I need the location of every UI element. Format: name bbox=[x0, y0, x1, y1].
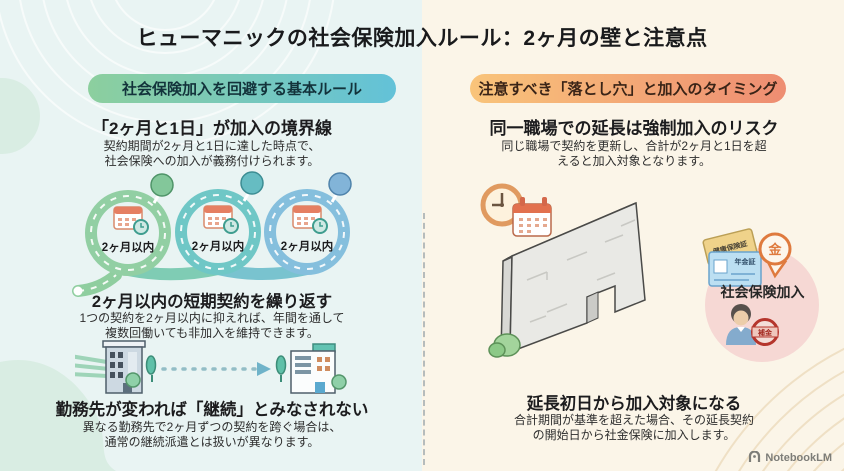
right-panel-badge: 注意すべき「落とし穴」と加入のタイミング bbox=[470, 74, 786, 103]
notebooklm-brand-text: NotebookLM bbox=[765, 451, 832, 464]
left-section2-heading: 2ヶ月以内の短期契約を繰り返す bbox=[91, 293, 333, 311]
page-title: ヒューマニックの社会保険加入ルール：2ヶ月の壁と注意点 bbox=[136, 27, 708, 50]
notebooklm-logo-icon bbox=[749, 451, 761, 462]
left-section1-heading: 「2ヶ月と1日」が加入の境界線 bbox=[92, 119, 332, 138]
left-panel-badge: 社会保険加入を回避する基本ルール bbox=[88, 74, 396, 103]
right-section1-heading: 同一職場での延長は強制加入のリスク bbox=[489, 119, 779, 138]
enrollment-label: 社会保険加入 bbox=[720, 284, 805, 300]
right-section2-body: 合計期間が基準を超えた場合、その延長契約 の開始日から社金保険に加入します。 bbox=[513, 413, 754, 442]
left-section3-heading: 勤務先が変われば「継続」とみなされない bbox=[55, 401, 369, 419]
panel-divider bbox=[423, 213, 425, 465]
right-section1-body: 同じ職場で契約を更新し、合計が2ヶ月と1日を超 えると加入対象となります。 bbox=[501, 139, 767, 168]
notebooklm-watermark: NotebookLM bbox=[748, 451, 832, 464]
left-section1-body: 契約期間が2ヶ月と1日に達した時点で、 社会保険への加入が義務付けられます。 bbox=[103, 139, 321, 168]
left-section3-body: 異なる勤務先で2ヶ月ずつの契約を跨ぐ場合は、 通常の継続派遣とは扱いが異なります… bbox=[82, 420, 342, 449]
right-section2-heading: 延長初日から加入対象になる bbox=[526, 395, 742, 413]
left-section2-body: 1つの契約を2ヶ月以内に抑えれば、年間を通して 複数回働いても非加入を維持できま… bbox=[79, 311, 345, 340]
